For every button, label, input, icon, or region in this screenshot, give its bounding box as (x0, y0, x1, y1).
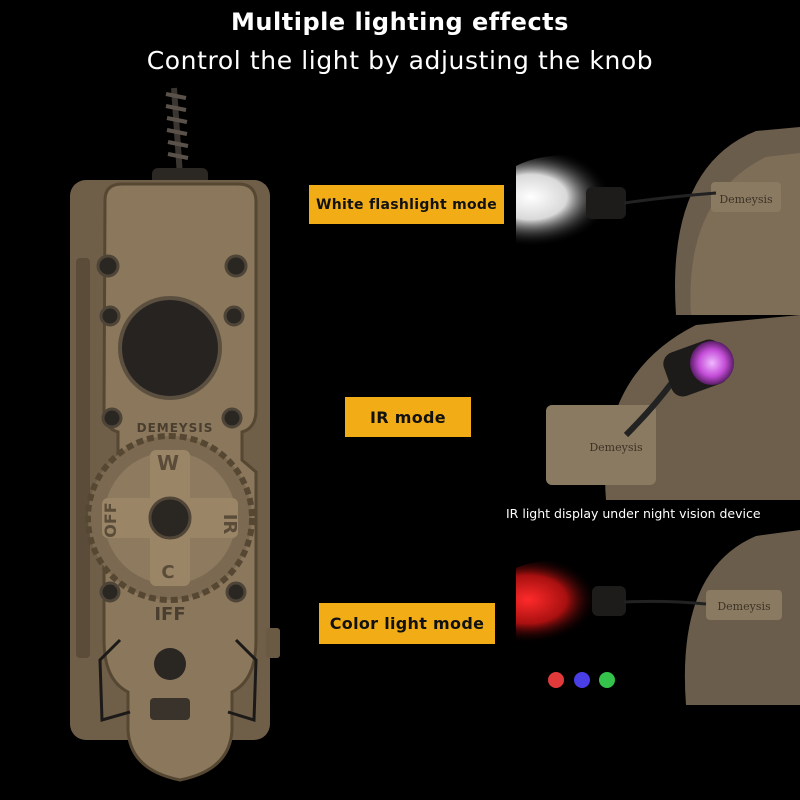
blue-dot (574, 672, 590, 688)
iff-label: IFF (154, 604, 185, 625)
clip-wire (98, 638, 258, 723)
helmet-brand-text: Demeysis (719, 193, 773, 206)
subheadline: Control the light by adjusting the knob (146, 46, 654, 75)
ir-mode-photo: Demeysis (516, 315, 800, 500)
mode-knob[interactable]: W IR C OFF (85, 433, 255, 603)
headline: Multiple lighting effects (231, 8, 569, 36)
green-dot (599, 672, 615, 688)
pressure-switch (118, 296, 222, 400)
knob-ir-label: IR (219, 514, 240, 535)
knob-off-label: OFF (101, 502, 120, 537)
knob-c-label: C (161, 562, 174, 583)
knob-w-label: W (157, 451, 179, 475)
battery-box-device: DEMEYSIS W IR C OFF IFF (70, 87, 280, 782)
ir-caption: IR light display under night vision devi… (506, 506, 761, 521)
coiled-cable (165, 87, 189, 177)
helmet-brand-text: Demeysis (717, 600, 771, 613)
white-mode-photo: Demeysis (516, 127, 800, 315)
ir-mode-label: IR mode (345, 397, 471, 437)
white-mode-label: White flashlight mode (309, 185, 504, 224)
helmet-brand-text: Demeysis (589, 441, 643, 454)
device-brand: DEMEYSIS (137, 421, 214, 435)
red-dot (548, 672, 564, 688)
color-mode-label: Color light mode (319, 603, 495, 644)
color-options (548, 672, 618, 690)
